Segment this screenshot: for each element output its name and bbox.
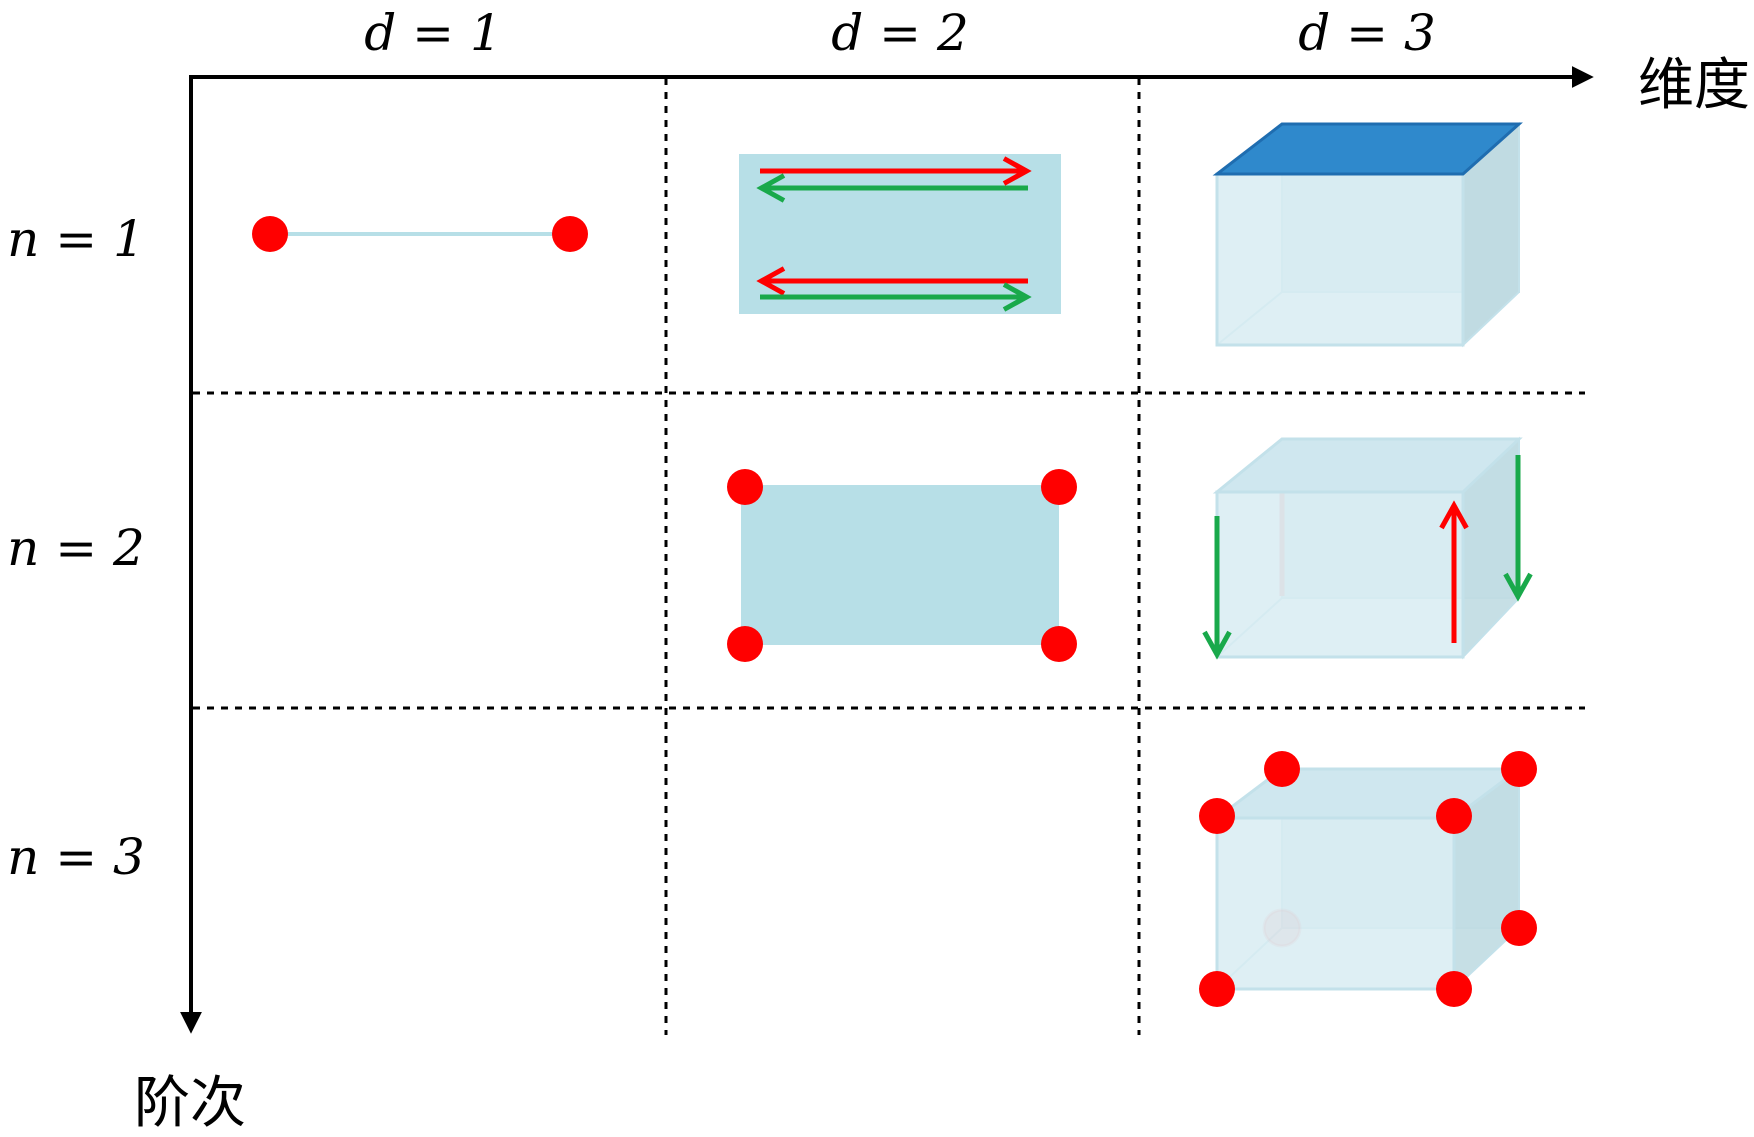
node — [1264, 751, 1300, 787]
box-front — [1215, 490, 1465, 659]
col-label-d3: d = 3 — [1298, 4, 1436, 62]
node — [727, 626, 763, 662]
col-label-d2: d = 2 — [831, 4, 969, 62]
col-label-d1: d = 1 — [364, 4, 502, 62]
node — [252, 216, 288, 252]
grid-lines — [193, 78, 1585, 1035]
node — [1501, 910, 1537, 946]
cell-n3-d3 — [1199, 751, 1537, 1007]
cell-n1-d2 — [739, 154, 1061, 314]
node — [1436, 971, 1472, 1007]
box-front — [1215, 816, 1456, 991]
row-label-n1: n = 1 — [7, 210, 145, 268]
node — [1199, 798, 1235, 834]
row-label-n2: n = 2 — [7, 519, 145, 577]
node — [1041, 626, 1077, 662]
face-rect — [741, 485, 1059, 645]
node — [552, 216, 588, 252]
node — [1199, 971, 1235, 1007]
cell-n1-d3 — [1212, 121, 1523, 348]
node — [1041, 469, 1077, 505]
cell-n2-d3 — [1212, 436, 1523, 660]
cell-n1-d1 — [252, 216, 588, 252]
node — [1501, 751, 1537, 787]
box-front — [1215, 172, 1465, 347]
x-axis-label: 维度 — [1638, 53, 1750, 118]
node — [727, 469, 763, 505]
row-label-n3: n = 3 — [7, 828, 145, 886]
cell-n2-d2 — [727, 469, 1077, 662]
box-top-face — [1212, 122, 1523, 176]
node — [1436, 798, 1472, 834]
face-rect — [739, 154, 1061, 314]
box-top — [1212, 437, 1523, 494]
y-axis-label: 阶次 — [134, 1071, 246, 1136]
